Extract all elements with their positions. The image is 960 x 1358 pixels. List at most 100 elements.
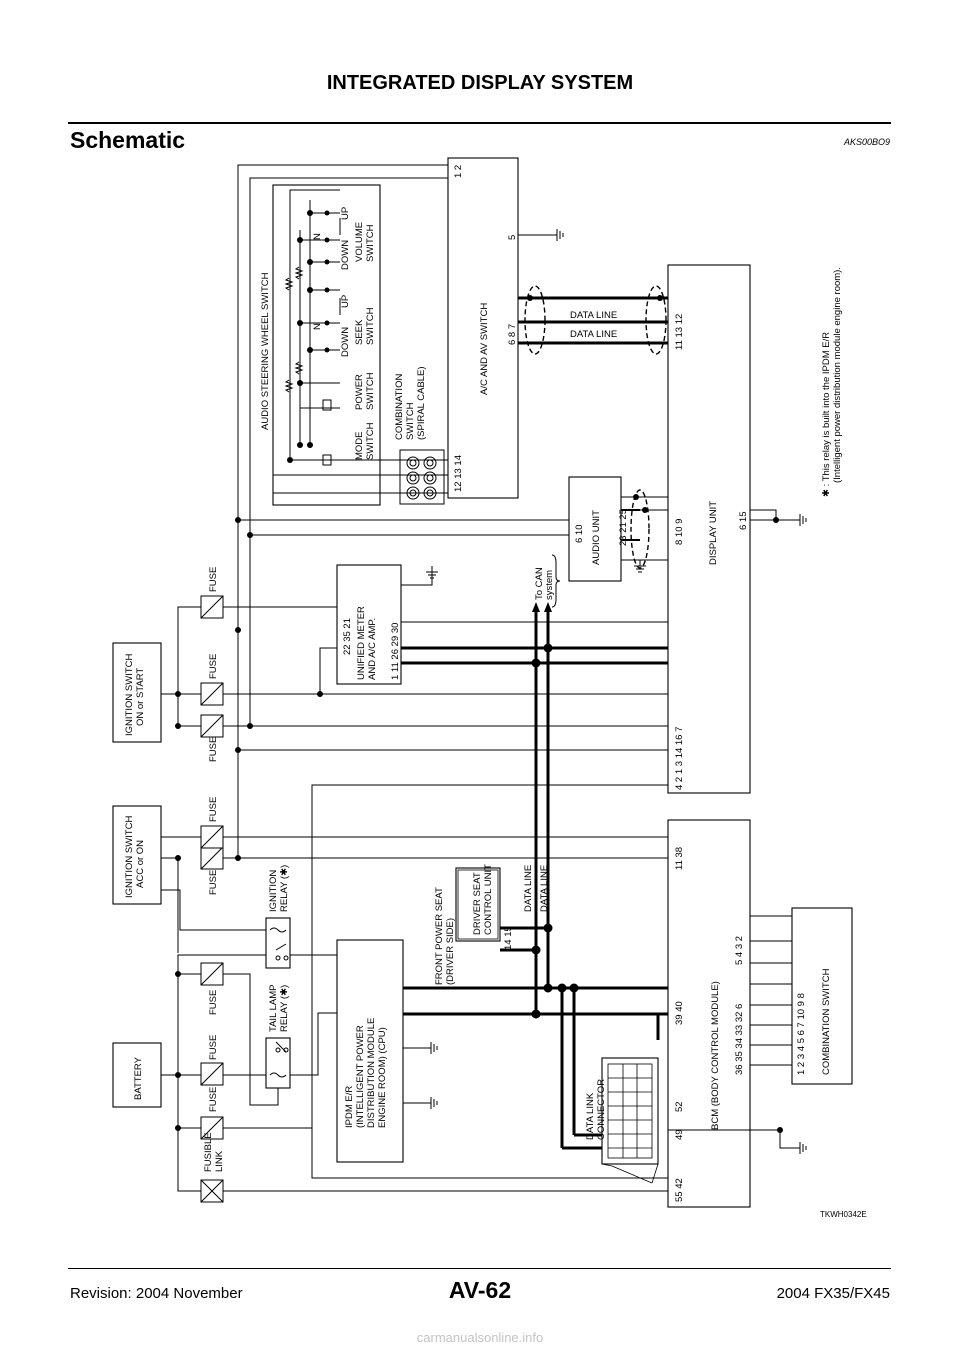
steering-switch-label: AUDIO STEERING WHEEL SWITCH [260, 272, 271, 430]
fuse-label-d: FUSE [208, 870, 219, 895]
ground-symbols [403, 229, 807, 1154]
spiral-cable-symbols [399, 449, 445, 505]
dscu-label-1: DRIVER SEAT [472, 872, 483, 935]
footer-rule [68, 1268, 891, 1269]
fusible-link-label-1: FUSIBLE [203, 1132, 214, 1172]
tail-relay-box [265, 1037, 291, 1089]
power-switch-label-1: POWER [354, 374, 365, 410]
seek-down-label: DOWN [340, 327, 351, 357]
ipdm-box [336, 939, 404, 1163]
fuse-label-e: FUSE [208, 797, 219, 822]
section-code: AKS00BO9 [843, 137, 890, 147]
fuse-label-b: FUSE [208, 1035, 219, 1060]
pins-bcm-d: 5 4 3 2 [734, 936, 745, 965]
pins-bcm-f: 11 38 [674, 847, 685, 870]
pins-display-right: 6 15 [738, 512, 749, 531]
pins-acav-mid: 6 8 7 [507, 324, 518, 345]
pins-acav-bot: 12 13 14 [453, 455, 464, 492]
spiral-label-1: COMBINATION [394, 374, 405, 440]
volume-up-label: UP [340, 207, 351, 220]
ign-relay-label-2: RELAY (✱) [279, 865, 290, 912]
seek-up-label: UP [340, 295, 351, 308]
pins-bcm-c: 36 35 34 33 32 6 [734, 1004, 745, 1075]
pins-bcm-b: 52 [674, 1101, 685, 1112]
power-switch-label-2: SWITCH [365, 372, 376, 410]
pins-bcm-a: 49 [674, 1129, 685, 1140]
pins-display-mid: 8 10 9 [674, 519, 685, 545]
fuse-label-c: FUSE [208, 990, 219, 1015]
ign-on-label-1: IGNITION SWITCH [124, 654, 135, 736]
seek-switch-label-1: SEEK [354, 319, 365, 345]
revision-text: Revision: 2004 November [70, 1285, 243, 1302]
fps-label-2: (DRIVER SIDE) [445, 918, 456, 985]
display-unit-label: DISPLAY UNIT [708, 501, 719, 565]
to-can-label-2: system [544, 570, 555, 600]
combination-switch-box [791, 907, 853, 1085]
relay-note-2: (Intelligent power distribution module e… [832, 267, 843, 483]
spiral-label-3: (SPIRAL CABLE) [416, 366, 427, 440]
data-line-label-top-1: DATA LINE [570, 310, 617, 321]
tail-relay-label-1: TAIL LAMP [268, 984, 279, 1032]
meter-label-2: AND A/C AMP. [367, 618, 378, 680]
fuse-label-h: FUSE [208, 567, 219, 592]
dlc-label-2: CONNECTOR [596, 1079, 607, 1140]
dscu-box [455, 867, 501, 942]
volume-switch-label-2: SWITCH [365, 224, 376, 262]
data-line-label-top-2: DATA LINE [570, 329, 617, 340]
pins-audio-left: 6 10 [574, 525, 585, 544]
dlc-pin-grid [601, 1063, 659, 1184]
volume-n-label: N [312, 233, 323, 240]
meter-box [336, 564, 402, 685]
audio-unit-label: AUDIO UNIT [591, 510, 602, 565]
pins-display-top: 11 13 12 [674, 314, 685, 350]
dscu-label-2: CONTROL UNIT [483, 864, 494, 935]
ign-on-box [112, 642, 162, 743]
ign-acc-label-2: ACC or ON [135, 840, 146, 888]
seek-n-label: N [312, 323, 323, 330]
pins-meter-left: 22 35 21 [342, 618, 353, 655]
schematic-labels: BATTERY FUSIBLE LINK FUSE FUSE FUSE FUSE… [124, 165, 843, 1202]
junction-dots [175, 210, 783, 1133]
pins-acav-5: 5 [507, 235, 518, 240]
ign-acc-box [112, 805, 162, 905]
pins-meter-right: 1 11 26 29 30 [390, 623, 401, 680]
ipdm-label-1: IPDM E/R [344, 1086, 355, 1128]
volume-down-label: DOWN [340, 240, 351, 270]
acav-label: A/C AND AV SWITCH [479, 303, 490, 395]
fuse-label-f: FUSE [208, 737, 219, 762]
display-unit-box [667, 264, 751, 794]
fps-label-1: FRONT POWER SEAT [434, 887, 445, 985]
page-header-title: INTEGRATED DISPLAY SYSTEM [326, 72, 634, 94]
seek-switch-label-2: SWITCH [365, 307, 376, 345]
pins-bcm-e: 39 40 [674, 1001, 685, 1025]
ign-on-label-2: ON or START [135, 668, 146, 726]
relay-note-1: ✱ : This relay is built into the IPDM E/… [821, 332, 832, 497]
spiral-label-2: SWITCH [405, 402, 416, 440]
figure-id: TKWH0342E [820, 1210, 867, 1219]
page-number: AV-62 [448, 1277, 512, 1303]
pins-acav-top: 1 2 [453, 165, 464, 178]
pins-combo: 1 2 3 4 5 6 7 10 9 8 [796, 993, 807, 1075]
mode-switch-label-2: SWITCH [365, 422, 376, 460]
acav-box [447, 157, 519, 499]
ign-relay-label-1: IGNITION [268, 870, 279, 912]
header-rule [68, 122, 891, 124]
tail-relay-label-2: RELAY (✱) [279, 985, 290, 1032]
audio-unit-box [568, 476, 622, 582]
volume-switch-label-1: VOLUME [354, 222, 365, 262]
pins-bcm-top: 55 42 [674, 1178, 685, 1202]
dlc-box [601, 1057, 659, 1165]
fusible-link-label-2: LINK [214, 1150, 225, 1172]
to-can-label-1: To CAN [534, 567, 545, 600]
model-text: 2004 FX35/FX45 [776, 1285, 890, 1302]
watermark: carmanualsonline.info [416, 1330, 544, 1345]
steering-switch-box [272, 184, 381, 506]
meter-label-1: UNIFIED METER [356, 606, 367, 680]
fuse-label-a: FUSE [208, 1087, 219, 1112]
ipdm-label-3: DISTRIBUTION MODULE [366, 1018, 377, 1128]
battery-label: BATTERY [133, 1056, 144, 1100]
section-title: Schematic [70, 127, 186, 153]
data-line-label-1: DATA LINE [523, 865, 534, 912]
pins-display-left: 4 2 1 3 14 16 7 [674, 727, 685, 790]
pins-dscu: 14 15 [503, 926, 514, 950]
